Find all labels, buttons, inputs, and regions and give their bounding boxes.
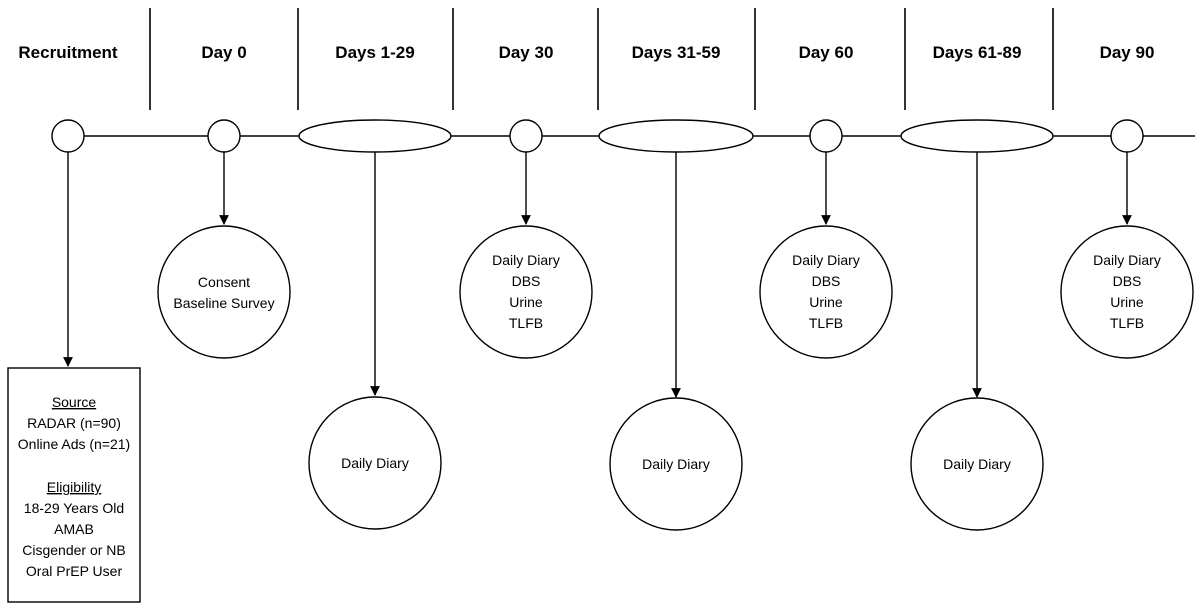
header-days-31-59: Days 31-59 [632, 43, 721, 62]
eligibility-line: Cisgender or NB [22, 542, 126, 558]
header-day-30: Day 30 [499, 43, 554, 62]
eligibility-line: AMAB [54, 521, 94, 537]
day-90-label: Daily Diary [1093, 252, 1161, 268]
header-recruitment: Recruitment [18, 43, 118, 62]
day-60-label: TLFB [809, 315, 843, 331]
source-line: RADAR (n=90) [27, 415, 121, 431]
day-30-activity-circle [459, 225, 593, 359]
days-31-59-label: Daily Diary [642, 456, 710, 472]
timeline-node-day-0 [207, 119, 241, 153]
days-31-59-activity-circle [609, 397, 743, 531]
day-0-label: Consent [198, 274, 250, 290]
day-60-label: DBS [812, 273, 841, 289]
day-30-label: Urine [509, 294, 543, 310]
day-60-activity-circle [759, 225, 893, 359]
recruitment-info-box [7, 367, 141, 603]
days-61-89-label: Daily Diary [943, 456, 1011, 472]
day-90-label: DBS [1113, 273, 1142, 289]
day-30-label: DBS [512, 273, 541, 289]
eligibility-title: Eligibility [47, 479, 101, 495]
day-90-activity-circle [1060, 225, 1194, 359]
timeline-node-day-30 [509, 119, 543, 153]
header-day-0: Day 0 [201, 43, 246, 62]
day-30-label: Daily Diary [492, 252, 560, 268]
source-line: Online Ads (n=21) [18, 436, 130, 452]
header-day-60: Day 60 [799, 43, 854, 62]
days-61-89-activity-circle [910, 397, 1044, 531]
timeline-span-days-31-59 [598, 119, 754, 153]
header-days-61-89: Days 61-89 [933, 43, 1022, 62]
eligibility-line: Oral PrEP User [26, 563, 123, 579]
source-title: Source [52, 394, 97, 410]
header-day-90: Day 90 [1100, 43, 1155, 62]
day-0-activity-circle [157, 225, 291, 359]
day-60-label: Daily Diary [792, 252, 860, 268]
timeline-node-day-90 [1110, 119, 1144, 153]
days-1-29-activity-circle [308, 396, 442, 530]
day-90-label: Urine [1110, 294, 1144, 310]
timeline-span-days-1-29 [298, 119, 452, 153]
day-90-label: TLFB [1110, 315, 1144, 331]
day-60-label: Urine [809, 294, 843, 310]
eligibility-line: 18-29 Years Old [24, 500, 124, 516]
timeline-span-days-61-89 [900, 119, 1054, 153]
days-1-29-label: Daily Diary [341, 455, 409, 471]
timeline-node-day-60 [809, 119, 843, 153]
timeline-node-recruitment [51, 119, 85, 153]
header-days-1-29: Days 1-29 [335, 43, 414, 62]
day-30-label: TLFB [509, 315, 543, 331]
day-0-label: Baseline Survey [173, 295, 274, 311]
